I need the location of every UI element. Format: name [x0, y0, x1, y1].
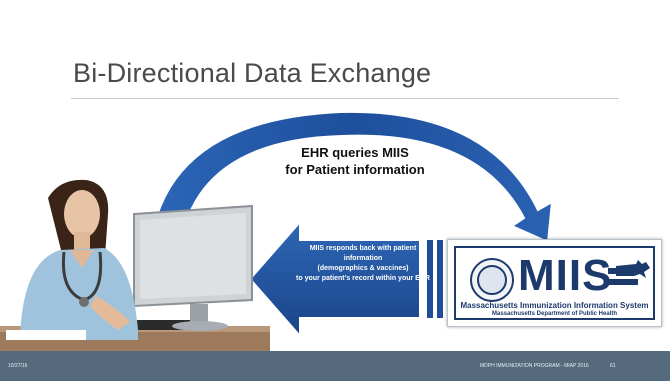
query-callout: EHR queries MIIS for Patient information [262, 144, 448, 178]
footer-bar [0, 351, 670, 381]
miis-logo-frame: MIIS Massachusetts Immunization Informat… [454, 246, 655, 320]
response-callout: MIIS responds back with patient informat… [296, 244, 430, 284]
response-arrow [248, 219, 421, 339]
slide-title: Bi-Directional Data Exchange [73, 58, 432, 88]
miis-acronym: MIIS [518, 251, 613, 300]
miis-department: Massachusetts Department of Public Healt… [491, 311, 618, 317]
footer-program: MDPH IMMUNIZATION PROGRAM - MIAP 2016 [480, 363, 589, 369]
miis-system-name: Massachusetts Immunization Information S… [460, 301, 649, 310]
response-arrow-stripe-2 [437, 240, 443, 318]
response-arrow-stripe-1 [427, 240, 433, 318]
massachusetts-seal-icon [470, 258, 514, 302]
massachusetts-state-icon [616, 260, 650, 278]
logo-stripe-bottom [608, 279, 638, 285]
seal-ring [477, 265, 507, 295]
footer-date: 10/27/16 [8, 363, 28, 369]
query-arc-arrow [148, 110, 554, 249]
clinician-at-computer-icon [0, 179, 270, 352]
title-divider [71, 98, 619, 99]
query-callout-text: EHR queries MIIS for Patient information [285, 145, 425, 177]
footer-page-number: 61 [610, 363, 616, 369]
response-callout-text: MIIS responds back with patient informat… [296, 245, 430, 282]
miis-logo: MIIS Massachusetts Immunization Informat… [447, 239, 662, 327]
